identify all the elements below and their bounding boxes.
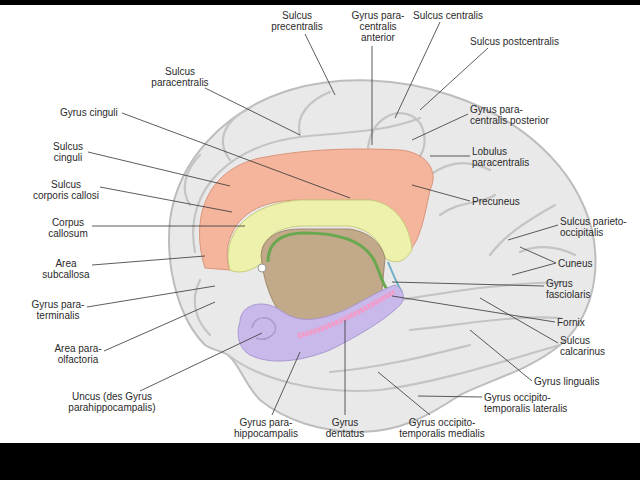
anatomy-label: Sulcus cinguli (50, 141, 86, 163)
anatomy-label: Gyrus dentatus (324, 417, 366, 439)
leader-line (140, 333, 262, 391)
anatomy-label: Sulcus precentralis (269, 10, 325, 32)
leader-line (205, 88, 300, 135)
leader-line (272, 352, 300, 415)
dentate-gyrus (298, 292, 394, 336)
anatomy-label: Sulcus postcentralis (470, 36, 570, 47)
anatomy-label: Sulcus parieto- occipitalis (560, 216, 632, 238)
leader-line (92, 226, 245, 227)
leader-line (100, 187, 232, 212)
anatomy-label: Gyrus occipito- temporalis medialis (398, 417, 487, 439)
leader-line (92, 256, 205, 265)
leader-line (392, 282, 544, 286)
anatomy-label: Uncus (des Gyrus parahippocampalis) (67, 391, 157, 413)
hemisphere-outline (169, 80, 595, 432)
letterbox-bar (0, 0, 640, 5)
sulcus-line (299, 92, 330, 135)
leader-line (470, 330, 532, 381)
sulci (185, 92, 575, 391)
leader-line (430, 156, 470, 157)
leader-line (345, 320, 346, 415)
letterbox-bar (0, 443, 640, 480)
sulcus-line (330, 345, 470, 372)
leader-line (305, 34, 335, 95)
sulcus-line (185, 155, 200, 205)
leader-line (395, 22, 440, 118)
anatomy-label: Gyrus para- terminalis (30, 299, 87, 321)
anatomy-label: Gyrus para- hippocampalis (232, 417, 300, 439)
commissure (258, 264, 266, 272)
leader-line (104, 302, 215, 351)
anatomy-label: Area subcallosa (40, 258, 92, 280)
leader-line (480, 298, 558, 343)
anatomy-label: Gyrus cinguli (60, 107, 140, 118)
fornix-band (268, 233, 392, 293)
anatomy-label: Corpus callosum (46, 217, 90, 239)
leader-line (122, 113, 350, 198)
leader-line (412, 114, 468, 140)
leader-line (87, 286, 215, 307)
leader-lines (87, 22, 558, 415)
anatomy-label: Cuneus (558, 258, 618, 269)
anatomy-label: Sulcus corporis callosi (32, 179, 99, 201)
anatomy-label: Sulcus centralis (403, 10, 493, 21)
anatomy-label: Gyrus para- centralis posterior (470, 104, 552, 126)
leader-line (508, 225, 558, 240)
anatomy-label: Sulcus paracentralis (149, 66, 211, 88)
leader-line (418, 396, 482, 397)
anatomy-label: Gyrus occipito- temporalis lateralis (484, 392, 570, 414)
anatomy-label: Precuneus (472, 196, 542, 207)
anatomy-label: Gyrus fasciolaris (546, 278, 596, 300)
leader-line (378, 372, 430, 415)
anatomy-label: Area para- olfactoria (52, 343, 104, 365)
anatomy-label: Sulcus calcarinus (560, 335, 610, 357)
anatomy-label: Fornix (557, 317, 607, 328)
parahippocampal-gyrus (238, 285, 403, 361)
leader-line (512, 263, 556, 275)
leader-line (392, 296, 555, 322)
anatomy-label: Lobulus paracentralis (472, 146, 534, 168)
leader-line (88, 152, 230, 186)
leader-line (520, 247, 556, 263)
leader-line (412, 185, 470, 201)
leader-line (420, 48, 488, 110)
leader-line (372, 46, 373, 145)
anatomy-label: Gyrus lingualis (534, 376, 624, 387)
anatomy-label: Gyrus para- centralis anterior (349, 10, 407, 43)
